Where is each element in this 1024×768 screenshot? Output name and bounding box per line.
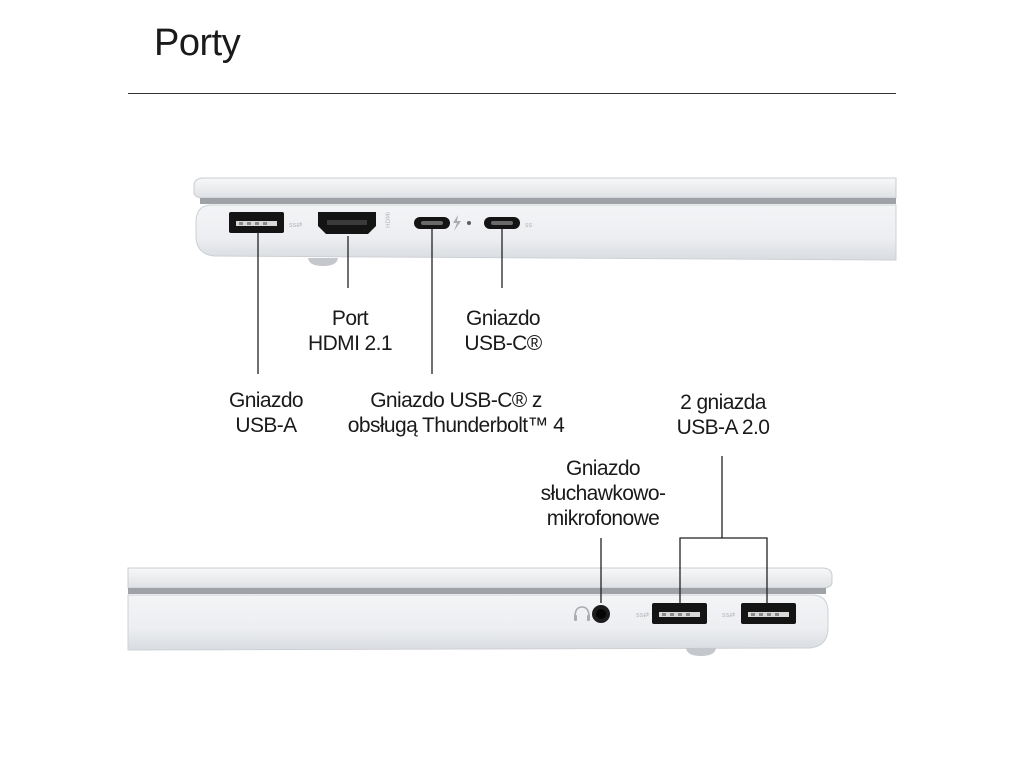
hdmi-logo-icon: HDMI <box>385 212 392 228</box>
label-usb-a-port: Gniazdo USB-A <box>228 389 304 437</box>
thunderbolt-icon <box>453 215 461 231</box>
hdmi-port <box>318 212 376 234</box>
page-title: Porty <box>154 22 241 64</box>
laptop-left-lid <box>193 177 897 199</box>
superspeed-usb-icon: ss⇄ <box>289 221 302 229</box>
laptop-right-seam <box>128 588 826 594</box>
label-audio-jack: Gniazdo słuchawkowo- mikrofonowe <box>540 457 666 530</box>
svg-text:ss: ss <box>525 221 533 229</box>
audio-jack <box>592 605 610 623</box>
usb-c-port <box>484 217 520 229</box>
title-divider <box>128 93 896 94</box>
laptop-left-seam <box>200 198 896 204</box>
label-usb-c-thunderbolt-port: Gniazdo USB-C® z obsługą Thunderbolt™ 4 <box>347 389 565 437</box>
laptop-right-base <box>127 594 829 651</box>
usb-a-port-2 <box>741 603 796 624</box>
laptop-left-foot <box>308 258 338 266</box>
label-usb-a-2-ports: 2 gniazda USB-A 2.0 <box>676 391 770 439</box>
laptop-right-side: ss⇄ ss⇄ <box>127 456 833 656</box>
superspeed-usb-icon: ss⇄ <box>636 611 649 619</box>
leader-usb-a-2 <box>679 537 768 604</box>
laptop-left-side: ss⇄ HDMI ss <box>193 177 897 374</box>
headset-icon <box>574 606 590 621</box>
usb-a-port-1 <box>652 603 707 624</box>
svg-text:ss⇄: ss⇄ <box>636 611 649 619</box>
svg-text:ss⇄: ss⇄ <box>722 611 735 619</box>
usb-a-port <box>229 212 284 233</box>
superspeed-usb-c-icon: ss <box>525 221 533 229</box>
svg-text:ss⇄: ss⇄ <box>289 221 302 229</box>
laptop-right-foot <box>686 648 716 656</box>
usb-c-thunderbolt-port <box>414 217 450 229</box>
superspeed-usb-icon: ss⇄ <box>722 611 735 619</box>
svg-text:HDMI: HDMI <box>385 212 392 228</box>
label-hdmi-port: Port HDMI 2.1 <box>308 307 392 355</box>
status-led <box>467 221 471 225</box>
laptop-right-lid <box>127 567 833 589</box>
label-usb-c-port: Gniazdo USB-C® <box>464 307 542 355</box>
laptop-left-base <box>195 204 897 261</box>
